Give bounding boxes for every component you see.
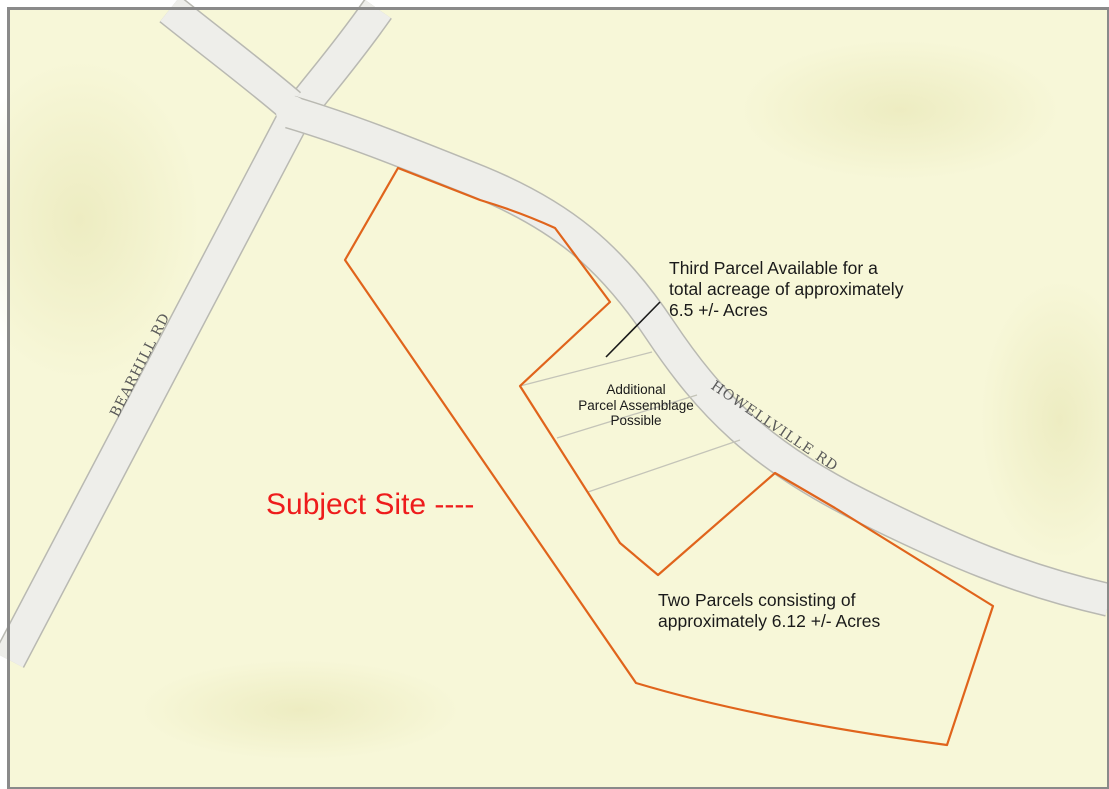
annotation-line: total acreage of approximately <box>669 279 904 299</box>
subject-site-outline <box>343 166 995 747</box>
third-parcel-annotation: Third Parcel Available for a total acrea… <box>669 258 903 321</box>
third-parcel-pointer <box>605 301 661 358</box>
annotation-line: approximately 6.12 +/- Acres <box>658 611 881 631</box>
terrain-shade <box>740 40 1060 180</box>
annotation-line: Two Parcels consisting of <box>658 590 856 610</box>
annotation-line: Parcel Assemblage <box>578 397 694 413</box>
howellville-road <box>285 95 1109 617</box>
annotation-line: Additional <box>606 382 666 397</box>
annotation-line: 6.5 +/- Acres <box>669 300 768 320</box>
additional-parcel-annotation: Additional Parcel Assemblage Possible <box>565 382 707 429</box>
parcel-divider-lines <box>519 351 741 493</box>
terrain-shade <box>980 280 1109 560</box>
subject-site-label: Subject Site ---- <box>266 488 475 521</box>
annotation-line: Possible <box>610 413 662 428</box>
road-intersection <box>276 96 308 128</box>
annotation-line: Third Parcel Available for a <box>669 258 878 278</box>
terrain-shade <box>140 660 460 760</box>
two-parcels-annotation: Two Parcels consisting of approximately … <box>658 590 880 632</box>
terrain-shade <box>0 60 200 380</box>
